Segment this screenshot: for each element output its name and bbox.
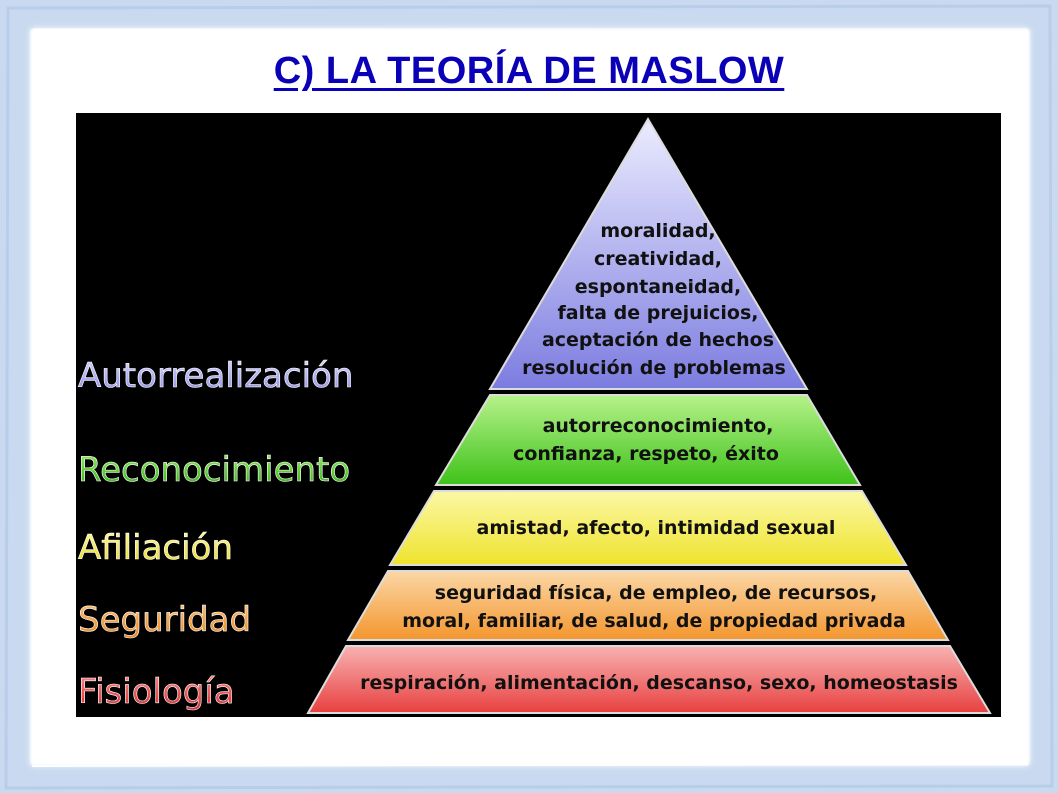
fisiologia-line-1: respiración, alimentación, descanso, sex… [360,672,958,694]
autorrealizacion-line-2: creatividad, [594,248,722,270]
tier-reconocimiento [434,394,862,486]
label-reconocimiento: Reconocimiento [78,450,350,490]
reconocimiento-line-1: autorreconocimiento, [543,415,774,437]
tier-fisiologia [306,645,992,714]
reconocimiento-line-2: confianza, respeto, éxito [513,443,779,465]
autorrealizacion-line-5: aceptación de hechos [542,329,774,351]
autorrealizacion-line-3: espontaneidad, [575,276,741,298]
autorrealizacion-line-4: falta de prejuicios, [558,302,759,324]
label-seguridad: Seguridad [78,600,251,640]
afiliacion-line-1: amistad, afecto, intimidad sexual [477,517,836,539]
autorrealizacion-line-1: moralidad, [600,220,715,242]
label-fisiologia: Fisiología [78,672,235,712]
maslow-pyramid-diagram: Autorrealización Reconocimiento Afiliaci… [76,113,1001,717]
seguridad-line-2: moral, familiar, de salud, de propiedad … [402,610,906,632]
tier-autorrealizacion [488,117,809,390]
tier-afiliacion [388,490,908,566]
seguridad-line-1: seguridad física, de empleo, de recursos… [435,582,877,604]
label-autorrealizacion: Autorrealización [78,356,353,396]
label-afiliacion: Afiliación [78,528,233,568]
autorrealizacion-line-6: resolución de problemas [522,357,786,379]
tier-seguridad [346,570,950,641]
page-title: C) LA TEORÍA DE MASLOW [273,50,785,92]
